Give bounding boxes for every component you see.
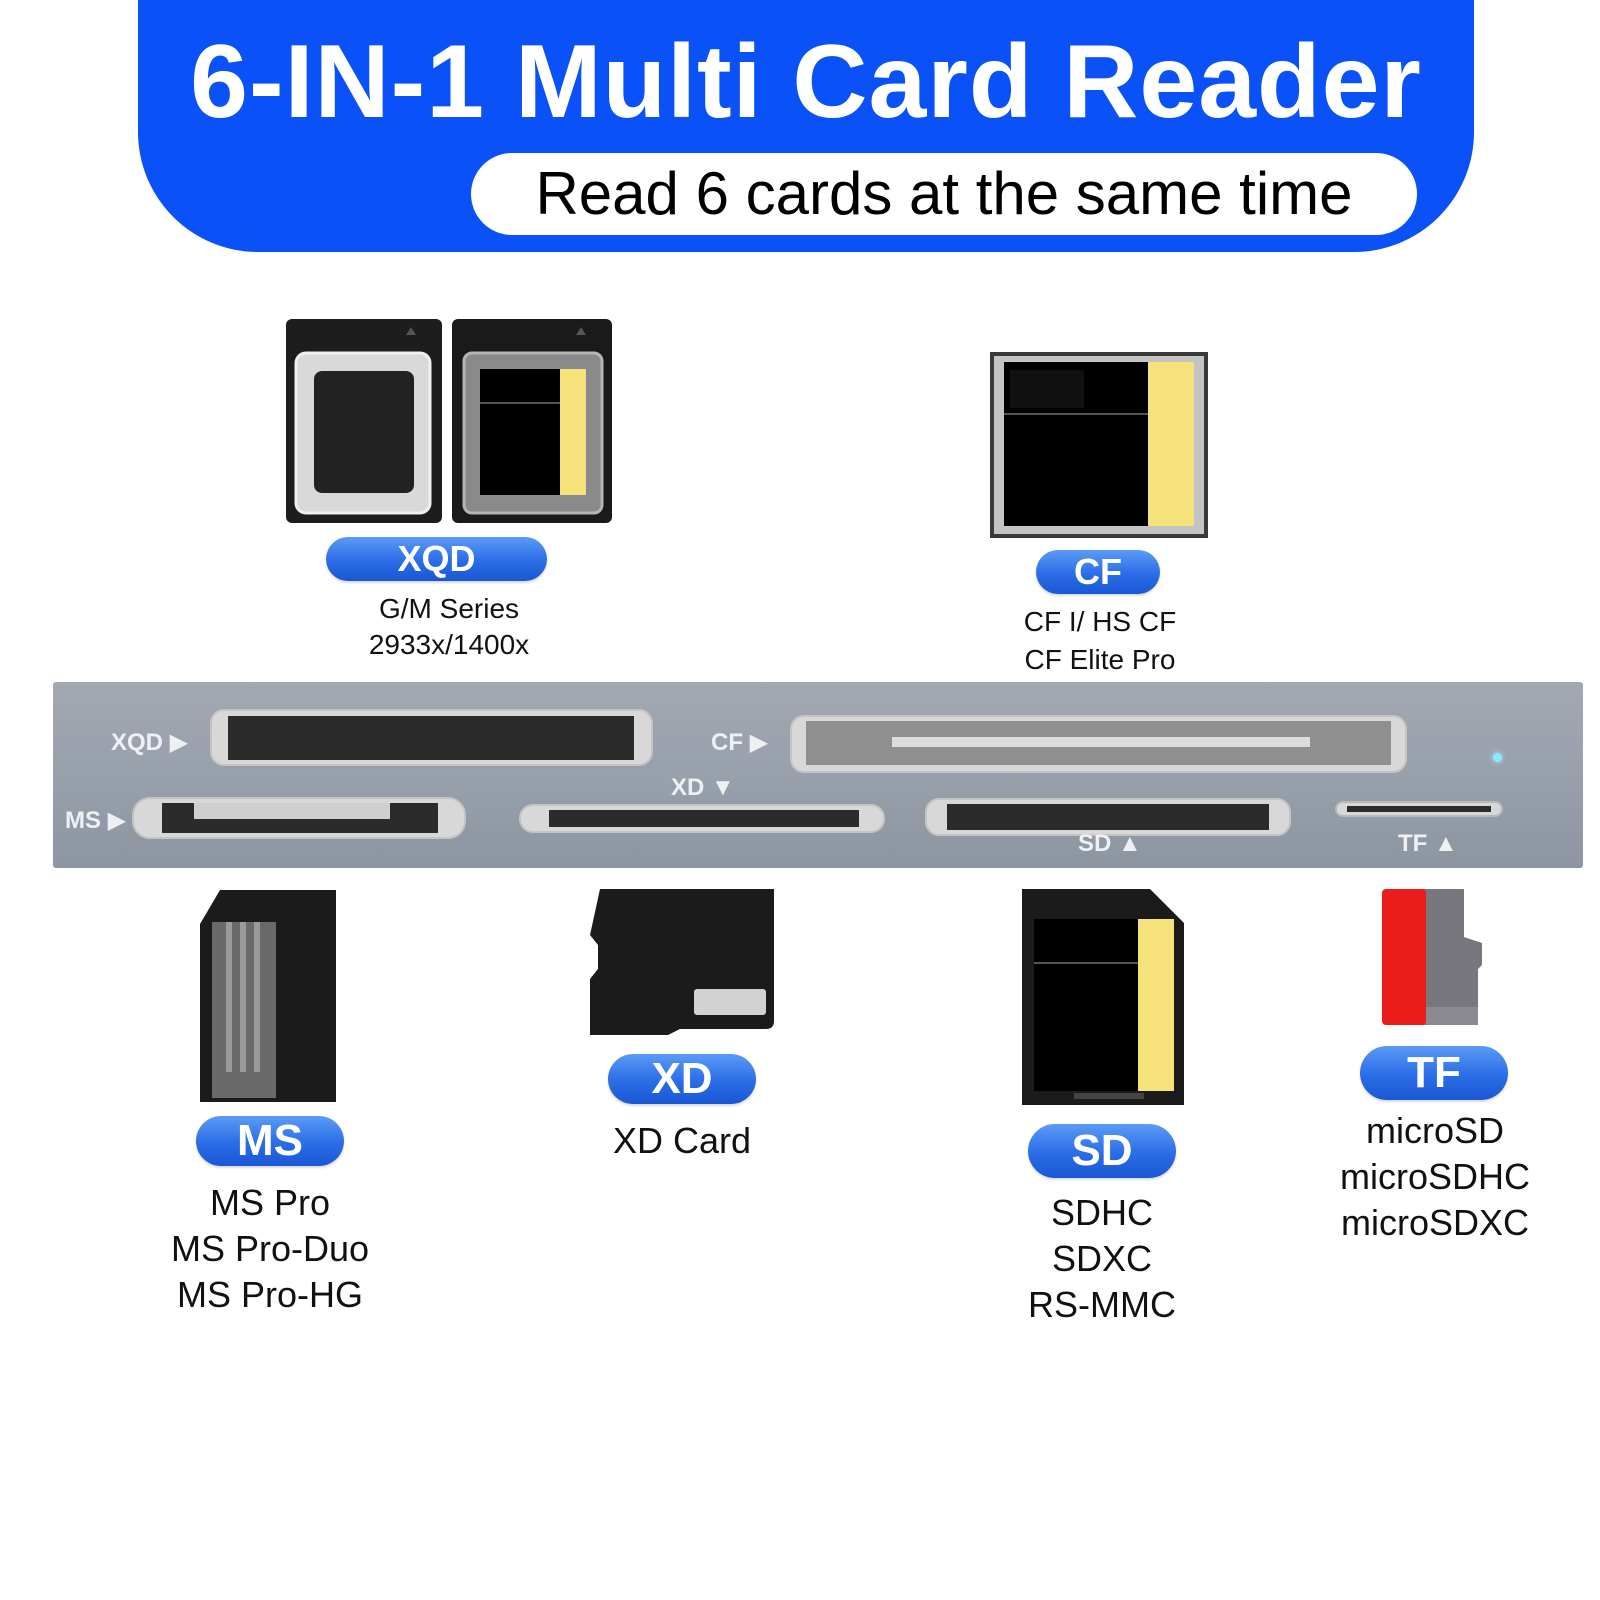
badge-xqd-label: XQD [397,538,476,579]
card-reader-body: XQD ▶ CF ▶ MS ▶ XD ▼ SD ▲ TF ▲ [53,682,1583,868]
ms-desc-line: MS Pro [209,1182,331,1223]
sd-desc-line: RS-MMC [1028,1284,1176,1325]
tf-desc-line: microSDXC [1340,1202,1529,1243]
badge-sd: SD [1028,1124,1176,1178]
sd-slot[interactable] [925,798,1291,836]
slot-label-xd: XD ▼ [671,774,735,801]
xd-desc-line: XD Card [612,1120,752,1161]
cf-description: CF I/ HS CF CF Elite Pro [960,603,1240,679]
badge-cf-label: CF [1074,551,1122,592]
cf-slot[interactable] [790,715,1407,773]
slot-label-tf: TF ▲ [1398,830,1458,857]
badge-tf: TF [1360,1046,1508,1100]
cf-card-image [990,352,1208,543]
xd-slot[interactable] [519,804,885,833]
badge-xd: XD [608,1054,756,1104]
page-title: 6-IN-1 Multi Card Reader [190,24,1422,140]
slot-label-sd-text: SD [1078,830,1112,857]
ms-description: MS Pro MS Pro-Duo MS Pro-HG [130,1180,410,1318]
cf-desc-line: CF Elite Pro [1024,644,1176,675]
slot-label-cf-text: CF [711,729,743,756]
badge-tf-label: TF [1407,1048,1461,1097]
slot-label-ms: MS ▶ [65,807,127,834]
slot-label-tf-text: TF [1398,830,1428,857]
page-subtitle: Read 6 cards at the same time [535,160,1353,227]
badge-xd-label: XD [651,1054,713,1103]
tf-desc-line: microSDHC [1339,1156,1530,1197]
sd-card-image [1022,889,1184,1110]
tf-desc-line: microSD [1365,1110,1504,1151]
cf-desc-line: CF I/ HS CF [1023,606,1177,637]
badge-cf: CF [1036,550,1160,594]
slot-label-xqd-text: XQD [111,729,164,756]
status-led [1493,753,1502,762]
header-banner: 6-IN-1 Multi Card Reader Read 6 cards at… [138,0,1474,252]
sd-desc-line: SDXC [1051,1238,1153,1279]
subtitle-pill: Read 6 cards at the same time [471,153,1417,235]
ms-card-image [200,890,340,1107]
sd-desc-line: SDHC [1050,1192,1153,1233]
xd-description: XD Card [562,1118,802,1164]
slot-label-ms-text: MS [65,807,101,834]
ms-slot[interactable] [132,797,466,839]
xd-card-image [590,889,774,1040]
ms-desc-line: MS Pro-Duo [170,1228,370,1269]
xqd-slot[interactable] [210,709,653,766]
xqd-description: G/M Series 2933x/1400x [286,591,612,663]
slot-label-sd: SD ▲ [1078,830,1142,857]
slot-label-cf: CF ▶ [711,729,769,756]
tf-card-image [1382,889,1486,1034]
badge-xqd: XQD [326,537,547,581]
badge-ms: MS [196,1116,344,1166]
xqd-desc-line: 2933x/1400x [368,629,530,660]
slot-label-xqd: XQD ▶ [111,729,189,756]
tf-description: microSD microSDHC microSDXC [1300,1108,1570,1246]
badge-sd-label: SD [1071,1126,1133,1175]
slot-label-xd-text: XD [671,774,705,801]
sd-description: SDHC SDXC RS-MMC [962,1190,1242,1328]
badge-ms-label: MS [237,1116,303,1165]
xqd-card-image [286,319,612,528]
xqd-desc-line: G/M Series [378,593,520,624]
tf-slot[interactable] [1335,801,1503,817]
ms-desc-line: MS Pro-HG [176,1274,363,1315]
